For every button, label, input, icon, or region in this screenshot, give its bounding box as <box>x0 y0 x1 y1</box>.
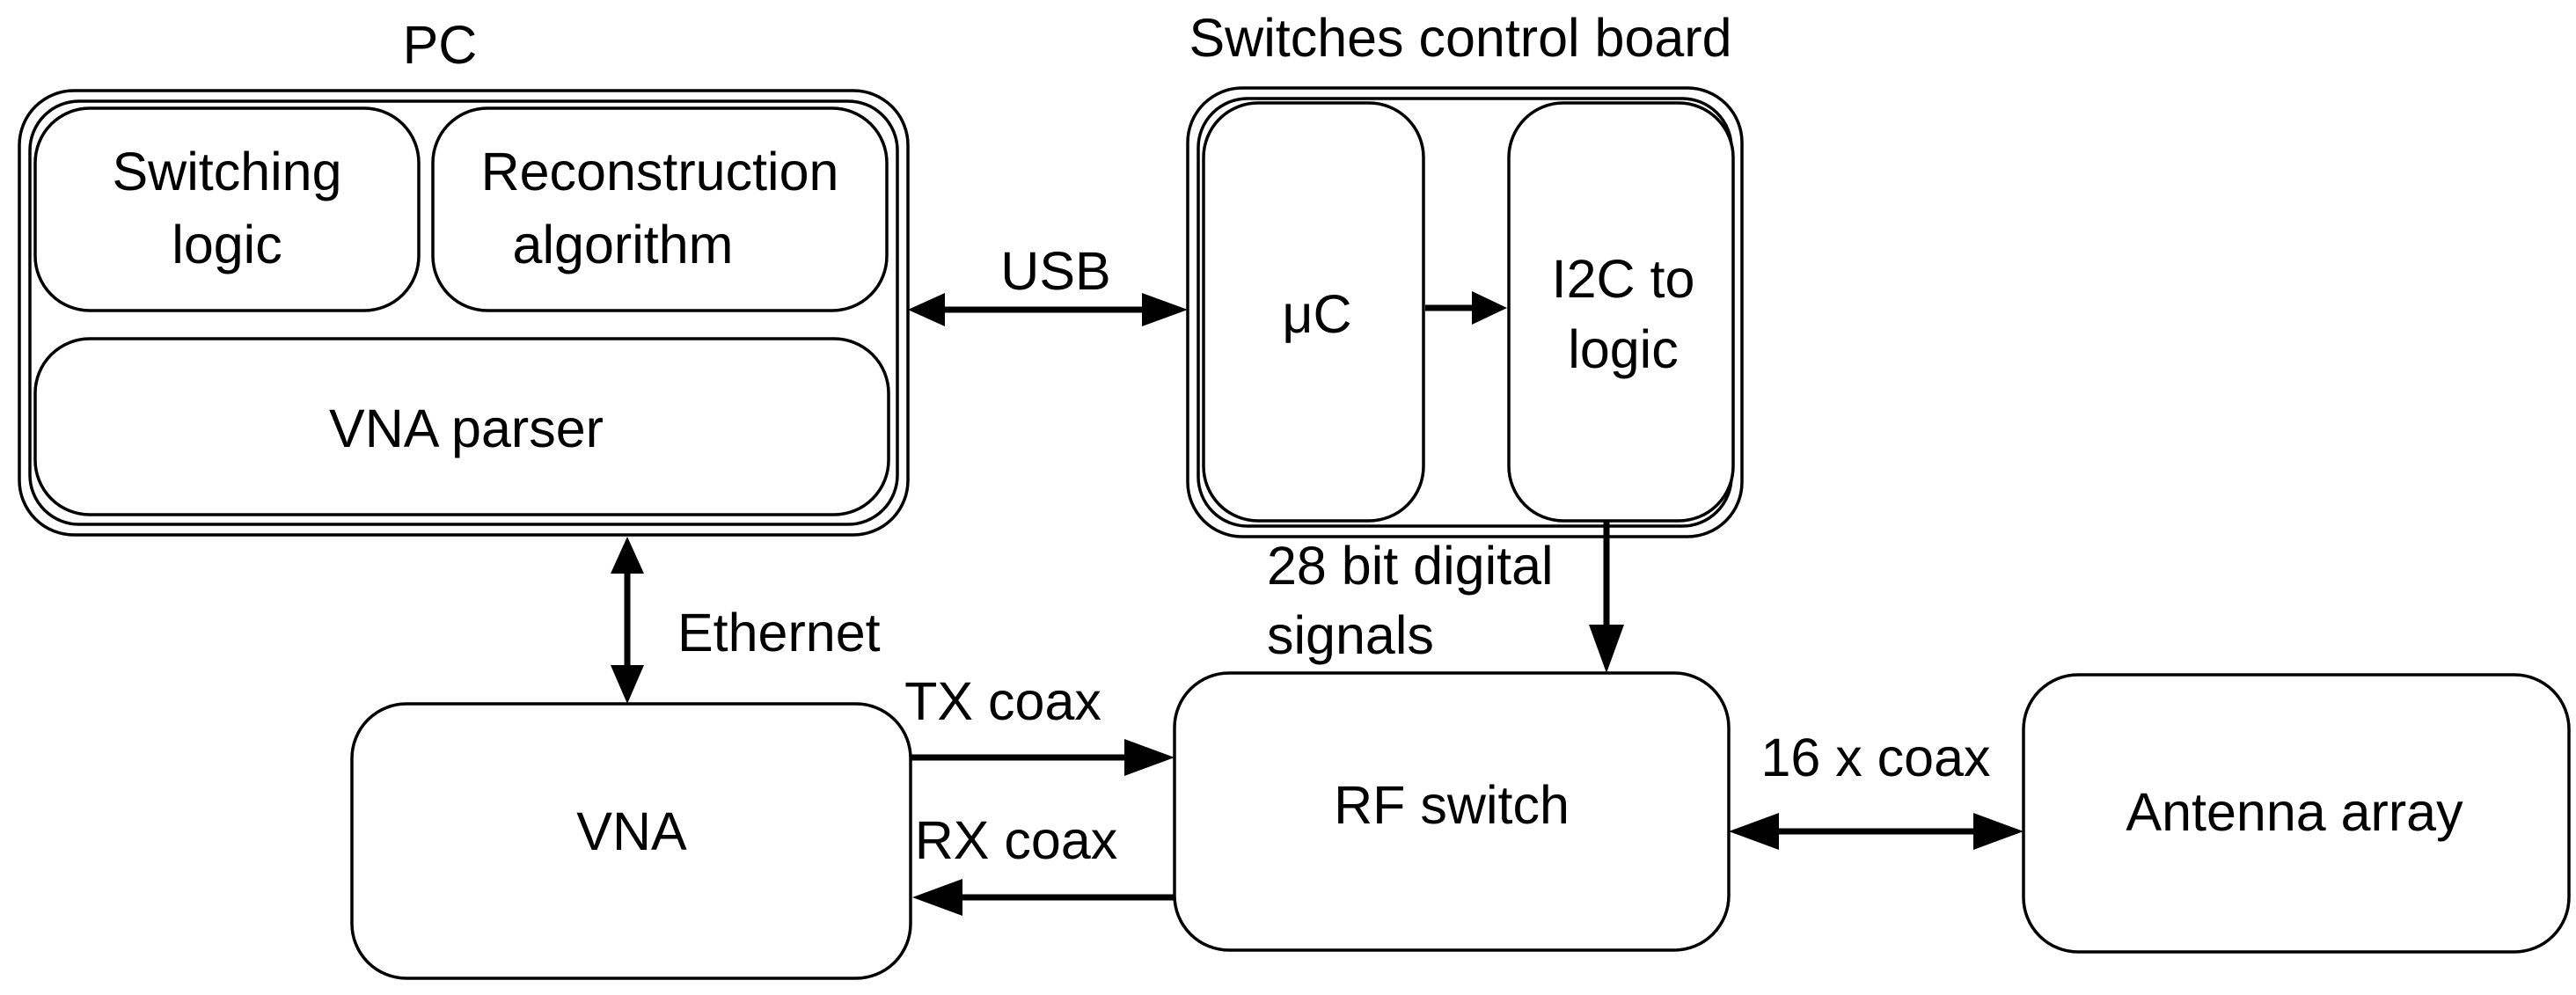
pc-title: PC <box>403 15 478 75</box>
vna-box <box>350 702 912 980</box>
i2c-to-logic-box <box>1507 101 1735 523</box>
i2c-to-logic-label-line2: logic <box>1568 319 1678 379</box>
rf-switch-box <box>1173 671 1731 952</box>
switching-logic-label-line2: logic <box>172 215 282 274</box>
digital-signals-label-line2: signals <box>1267 605 1434 665</box>
rx-coax-arrow <box>912 879 1175 916</box>
antenna-array-label: Antenna array <box>2126 782 2463 842</box>
coax16-arrow <box>1729 813 2023 850</box>
uc-to-i2c-arrow <box>1425 291 1507 325</box>
switching-logic-box <box>33 106 421 312</box>
uc-box <box>1202 101 1425 523</box>
digital-signals-arrow <box>1589 521 1624 673</box>
digital-signals-label-line1: 28 bit digital <box>1267 536 1554 596</box>
coax16-label: 16 x coax <box>1760 728 1990 787</box>
tx-coax-label: TX coax <box>904 671 1101 731</box>
ethernet-label: Ethernet <box>677 603 881 662</box>
control-board-title: Switches control board <box>1189 8 1731 68</box>
ethernet-arrow <box>611 537 644 704</box>
reconstruction-algorithm-label-line2: algorithm <box>513 215 734 274</box>
uc-label: μC <box>1282 284 1351 344</box>
vna-parser-label: VNA parser <box>329 399 604 458</box>
tx-coax-arrow <box>911 739 1175 776</box>
reconstruction-algorithm-box <box>431 106 889 312</box>
rx-coax-label: RX coax <box>915 810 1118 870</box>
i2c-to-logic-label-line1: I2C to <box>1552 249 1695 309</box>
usb-label: USB <box>1000 241 1110 301</box>
switching-logic-label-line1: Switching <box>112 142 341 201</box>
reconstruction-algorithm-label-line1: Reconstruction <box>481 142 839 201</box>
rf-switch-label: RF switch <box>1334 775 1570 835</box>
vna-parser-box <box>33 337 890 516</box>
antenna-array-box <box>2022 673 2571 954</box>
usb-arrow <box>908 293 1188 326</box>
vna-label: VNA <box>576 801 687 861</box>
